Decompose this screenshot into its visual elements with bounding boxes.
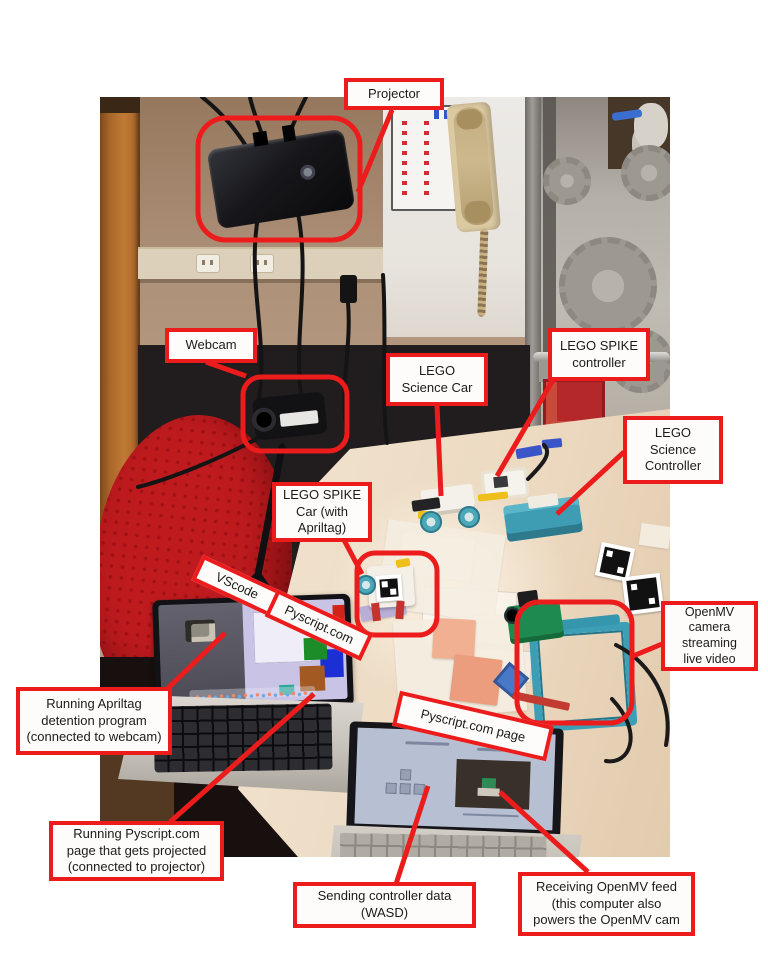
lego-wheel [420, 511, 442, 533]
center-laptop-keyboard [339, 833, 547, 857]
label-lego-spike-controller: LEGO SPIKE controller [548, 328, 650, 381]
label-lego-science-car: LEGO Science Car [386, 353, 488, 406]
macbook-keyboard [153, 703, 333, 773]
openmv-video-feed [455, 759, 531, 810]
gear-display [543, 157, 591, 205]
label-lego-spike-car: LEGO SPIKE Car (with Apriltag) [272, 482, 372, 542]
power-raceway [138, 247, 430, 279]
lab-photo [100, 97, 670, 857]
hdmi-plug [281, 124, 297, 143]
hdmi-plug [252, 130, 269, 147]
label-projector: Projector [344, 78, 444, 110]
label-running-pyscript: Running Pyscript.com page that gets proj… [49, 821, 224, 881]
power-adapter [340, 275, 357, 303]
label-sending-controller: Sending controller data (WASD) [293, 882, 476, 928]
label-openmv-camera: OpenMV camera streaming live video [661, 601, 758, 671]
label-webcam: Webcam [165, 328, 257, 363]
camera-feed-image [184, 619, 216, 643]
gear-display [621, 145, 670, 201]
webcam-device [247, 385, 333, 451]
glass-partition [525, 97, 670, 449]
label-running-apriltag: Running Apriltag detention program (conn… [16, 687, 172, 755]
wooden-door [100, 97, 140, 529]
power-outlet [196, 254, 220, 273]
projector-logo [299, 163, 317, 181]
lego-wheel [458, 506, 480, 528]
label-receiving-openmv: Receiving OpenMV feed (this computer als… [518, 872, 695, 936]
label-lego-science-controller: LEGO Science Controller [623, 416, 723, 484]
